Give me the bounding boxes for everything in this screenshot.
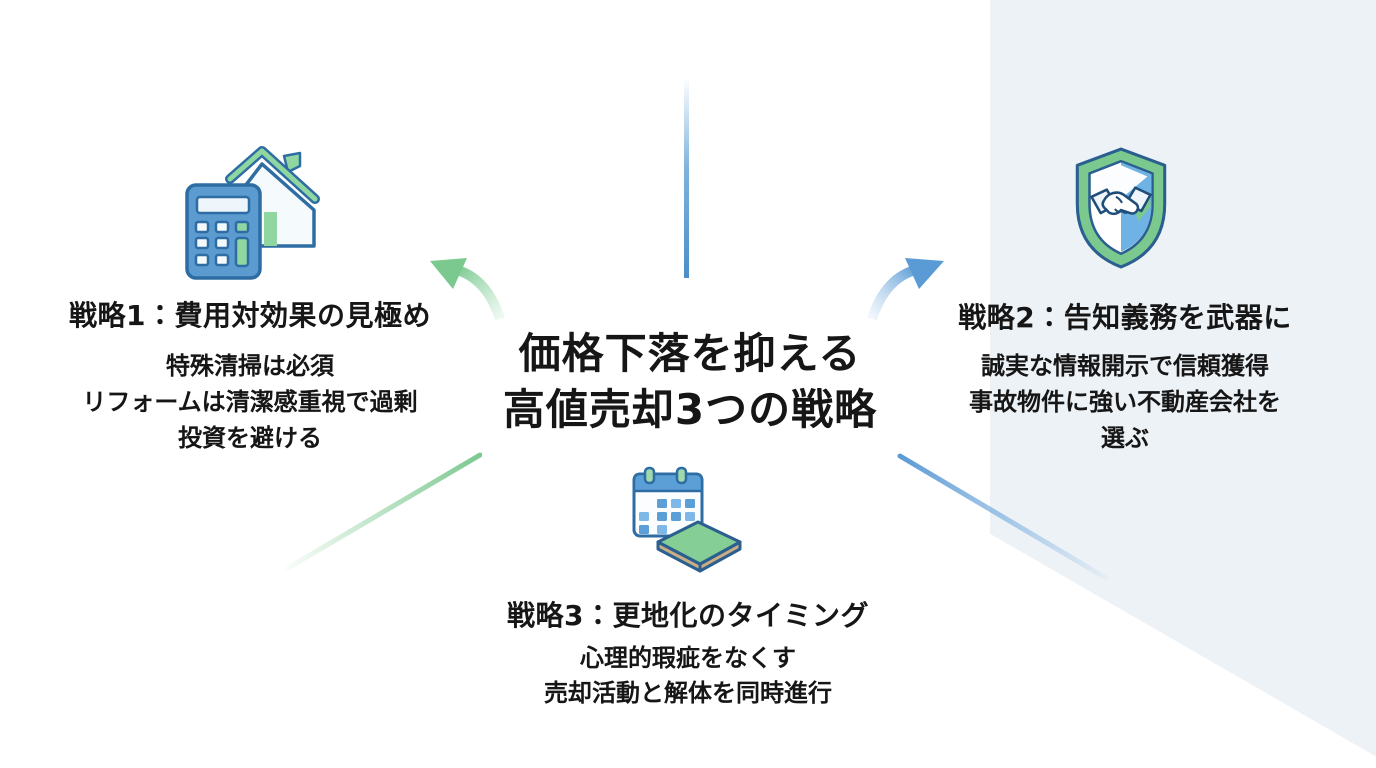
strategy2-line2: 事故物件に強い不動産会社を bbox=[969, 388, 1281, 416]
strategy3-body: 心理的瑕疵をなくす 売却活動と解体を同時進行 bbox=[488, 641, 888, 711]
main-title-line1: 価格下落を抑える bbox=[518, 329, 862, 378]
strategy3-line2: 売却活動と解体を同時進行 bbox=[544, 679, 832, 707]
strategy2-line1: 誠実な情報開示で信頼獲得 bbox=[981, 352, 1269, 380]
green-diagonal-line bbox=[286, 450, 482, 572]
main-title: 価格下落を抑える 高値売却3つの戦略 bbox=[450, 326, 930, 438]
strategy1-line1: 特殊清掃は必須 bbox=[166, 352, 334, 380]
strategy1-body: 特殊清掃は必須 リフォームは清潔感重視で過剰 投資を避ける bbox=[25, 348, 475, 456]
strategy3-heading: 戦略3：更地化のタイミング bbox=[507, 599, 869, 632]
curved-arrow-left-icon bbox=[424, 251, 512, 333]
strategy3-line1: 心理的瑕疵をなくす bbox=[580, 644, 796, 672]
strategy2-heading: 戦略2：告知義務を武器に bbox=[958, 301, 1292, 334]
calculator-house-icon bbox=[184, 146, 322, 281]
vertical-connector-line bbox=[684, 78, 689, 278]
strategy1-line3: 投資を避ける bbox=[178, 424, 322, 452]
blue-diagonal-line bbox=[896, 452, 1110, 582]
main-title-line2: 高値売却3つの戦略 bbox=[502, 385, 878, 434]
shield-handshake-icon bbox=[1070, 146, 1172, 270]
calendar-vacant-lot-icon bbox=[630, 466, 744, 574]
strategy2-body: 誠実な情報開示で信頼獲得 事故物件に強い不動産会社を 選ぶ bbox=[905, 348, 1345, 456]
strategy2-line3: 選ぶ bbox=[1101, 424, 1149, 452]
curved-arrow-right-icon bbox=[866, 251, 956, 333]
strategy1-heading: 戦略1：費用対効果の見極め bbox=[69, 299, 431, 332]
strategy1-line2: リフォームは清潔感重視で過剰 bbox=[82, 388, 418, 416]
